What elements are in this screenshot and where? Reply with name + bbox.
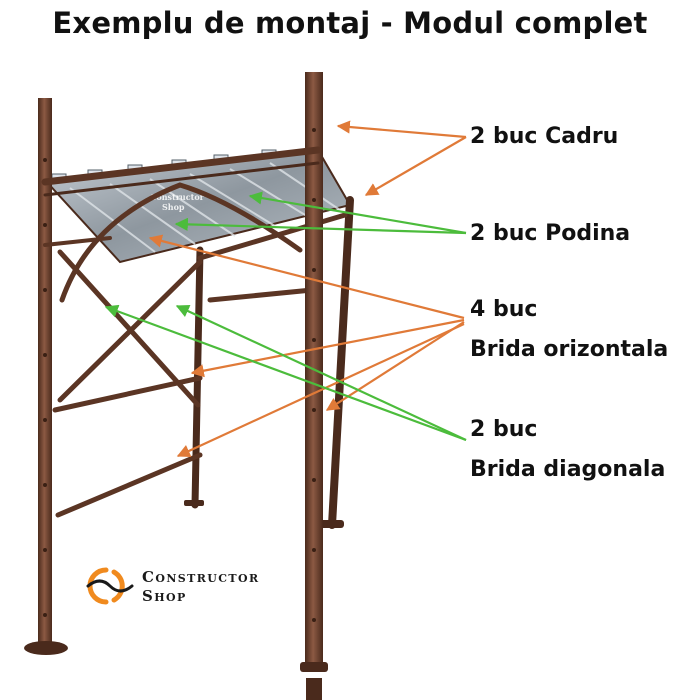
logo-line-1: Constructor bbox=[142, 568, 260, 586]
label-podina: 2 buc Podina bbox=[470, 221, 631, 246]
constructor-shop-logo-icon bbox=[86, 567, 134, 605]
label-brida-diagonala-name: Brida diagonala bbox=[470, 457, 666, 482]
watermark-line-2: Shop bbox=[162, 202, 185, 212]
watermark-line-1: Constructor bbox=[150, 192, 205, 202]
diagonal-braces bbox=[57, 182, 303, 408]
label-brida-orizontala-name: Brida orizontala bbox=[470, 337, 669, 362]
green-arrows bbox=[104, 191, 467, 442]
page-title: Exemplu de montaj - Modul complet bbox=[52, 6, 648, 40]
horizontal-braces bbox=[52, 287, 315, 518]
front-frame bbox=[24, 72, 328, 700]
orange-arrows bbox=[148, 120, 467, 458]
label-cadru: 2 buc Cadru bbox=[470, 124, 619, 149]
back-frame bbox=[184, 196, 354, 529]
label-brida-diagonala-qty: 2 buc bbox=[470, 417, 538, 442]
label-brida-orizontala-qty: 4 buc bbox=[470, 297, 538, 322]
constructor-shop-logo: Constructor Shop bbox=[84, 562, 304, 612]
logo-line-2: Shop bbox=[142, 587, 187, 605]
